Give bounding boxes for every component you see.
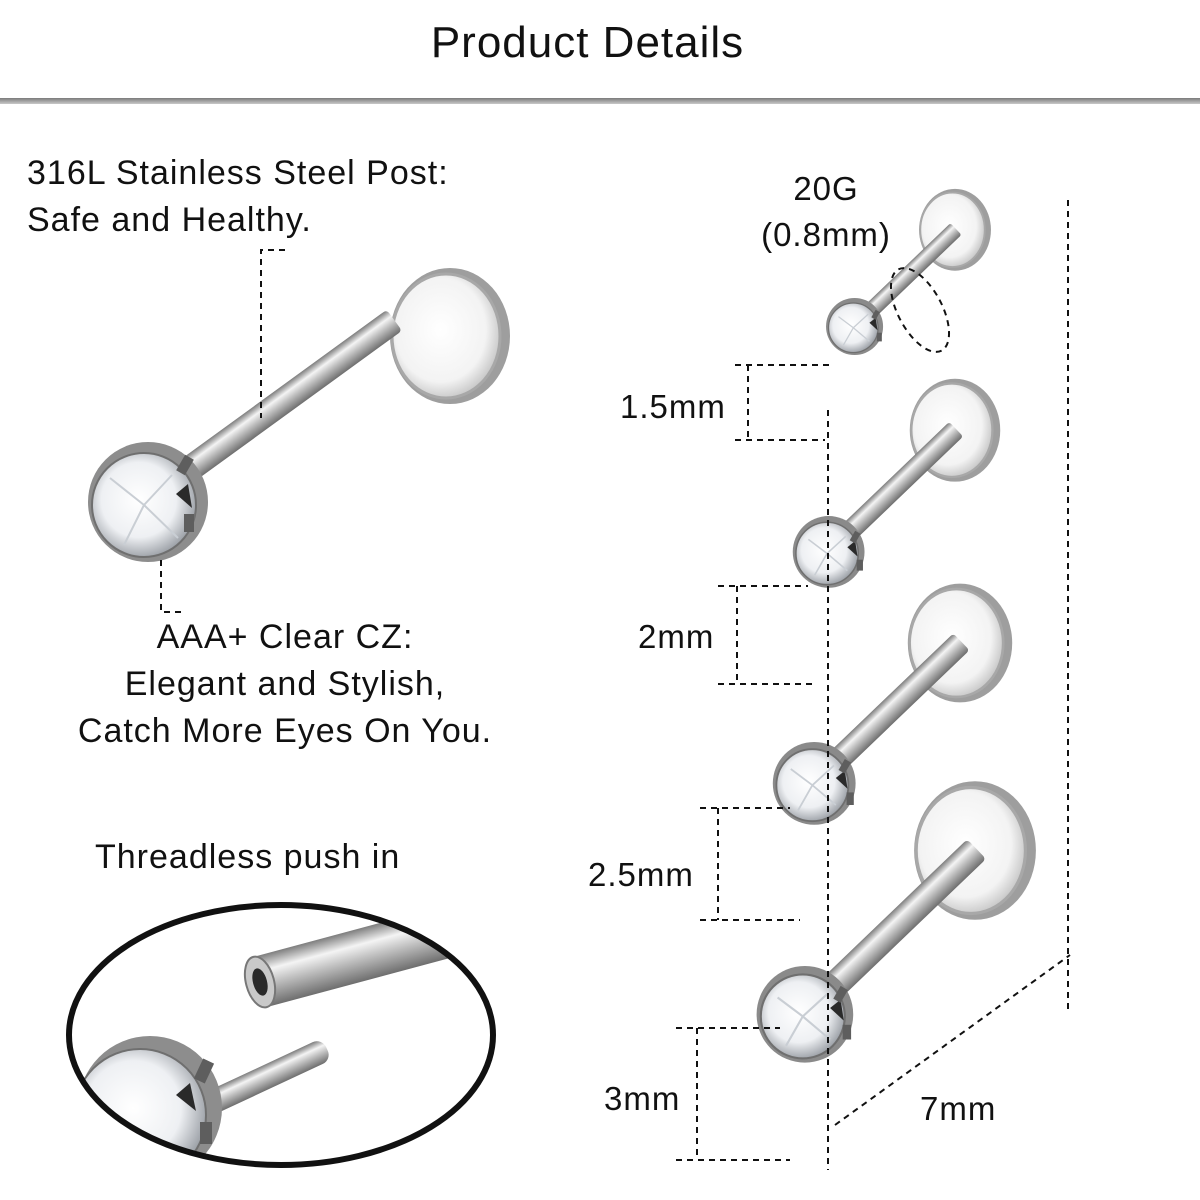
stud-3mm-image	[755, 779, 1038, 1065]
gauge-label: 20G	[793, 170, 858, 207]
cz-line-1: AAA+ Clear CZ:	[156, 618, 414, 656]
size-label-3mm: 3mm	[604, 1080, 680, 1117]
threadless-label: Threadless push in	[95, 838, 401, 876]
divider	[0, 98, 1200, 104]
cz-line-2: Elegant and Stylish,	[124, 665, 446, 703]
steel-line-2: Safe and Healthy.	[27, 201, 312, 239]
main-stud-image	[88, 268, 510, 562]
stud-2mm-image	[791, 377, 1002, 589]
gauge-mm-label: (0.8mm)	[761, 216, 891, 253]
leader-lines-left	[160, 249, 285, 613]
size-label-1-5mm: 1.5mm	[620, 388, 726, 425]
gauge-indicator	[889, 267, 951, 353]
length-label: 7mm	[920, 1090, 996, 1127]
stud-1-5mm-image	[825, 187, 992, 356]
measurement-lines	[676, 200, 1071, 1170]
threadless-detail	[66, 902, 496, 1168]
steel-line-1: 316L Stainless Steel Post:	[27, 154, 449, 192]
cz-line-3: Catch More Eyes On You.	[77, 712, 493, 750]
steel-post-feature: 316L Stainless Steel Post: Safe and Heal…	[27, 150, 449, 244]
size-label-2-5mm: 2.5mm	[588, 856, 694, 893]
cz-feature: AAA+ Clear CZ: Elegant and Stylish, Catc…	[20, 614, 550, 755]
page-title: Product Details	[430, 18, 745, 67]
size-label-2mm: 2mm	[638, 618, 714, 655]
